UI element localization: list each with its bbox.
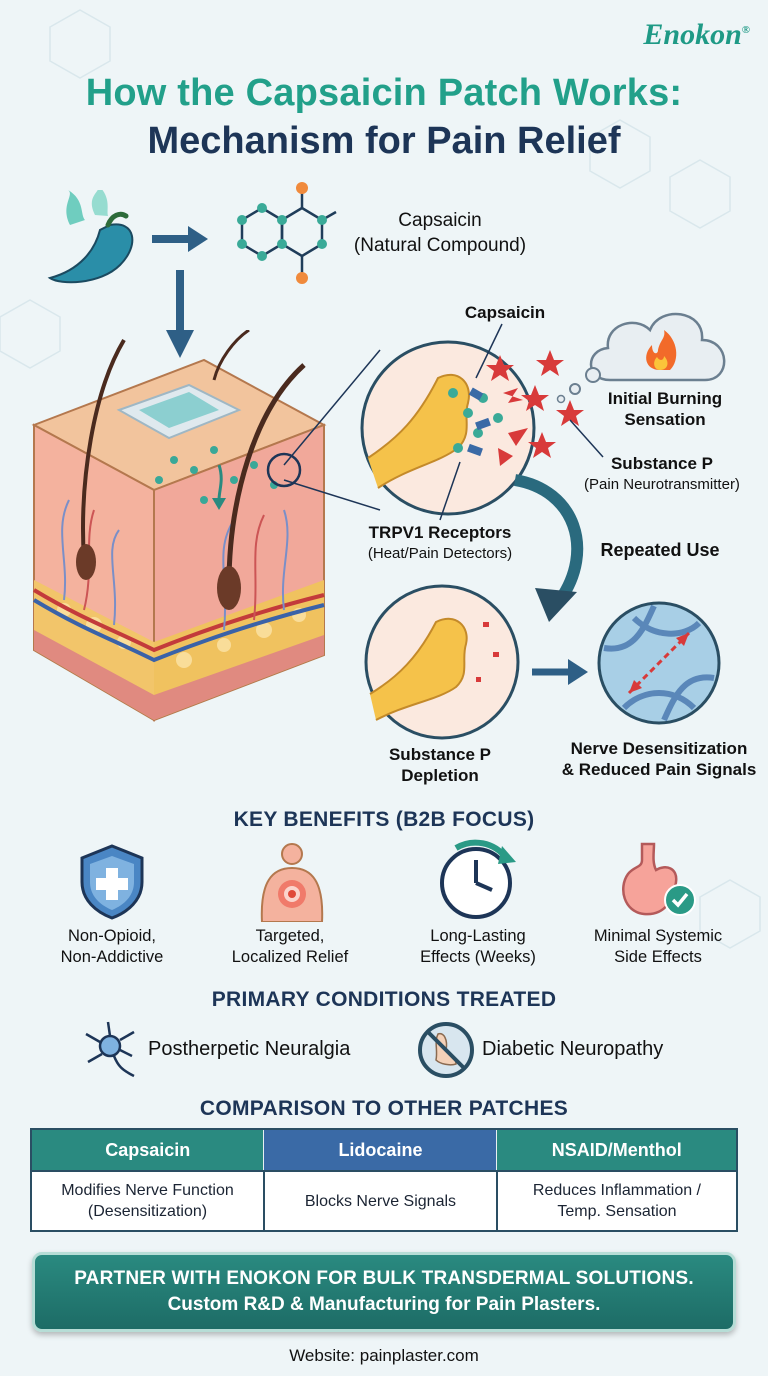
title-line-1: How the Capsaicin Patch Works:: [85, 72, 683, 114]
col-nsaid-menthol: NSAID/Menthol: [496, 1128, 738, 1172]
compound-label: Capsaicin (Natural Compound): [353, 210, 527, 256]
repeated-use-label: Repeated Use: [600, 540, 720, 560]
benefit-non-opioid: Non-Opioid,Non-Addictive: [60, 927, 164, 966]
desensitization-label: Nerve Desensitization & Reduced Pain Sig…: [561, 739, 757, 779]
brand-logo: Enokon®: [643, 18, 750, 51]
cell-lidocaine: Blocks Nerve Signals: [262, 1170, 498, 1232]
nerve-desensitization-icon: [597, 601, 721, 725]
pointer-line: [439, 461, 461, 521]
nerve-ending-zoom: [360, 340, 536, 516]
clock-icon: [440, 839, 516, 919]
arrow-right-icon: [152, 226, 208, 252]
comparison-heading: COMPARISON TO OTHER PATCHES: [199, 1097, 569, 1120]
partner-banner[interactable]: PARTNER WITH ENOKON FOR BULK TRANSDERMAL…: [32, 1252, 736, 1332]
capsaicin-pointer-label: Capsaicin: [464, 303, 546, 322]
depletion-label: Substance P Depletion: [388, 745, 492, 785]
condition-postherpetic: Postherpetic Neuralgia: [148, 1038, 351, 1060]
capsaicin-molecule-icon: [237, 182, 337, 284]
cell-capsaicin: Modifies Nerve Function(Desensitization): [30, 1170, 265, 1232]
website-link[interactable]: Website: painplaster.com: [289, 1346, 479, 1365]
arrow-right-icon: [532, 659, 588, 685]
burning-cloud-icon: [589, 312, 726, 382]
banner-line-2: Custom R&D & Manufacturing for Pain Plas…: [167, 1294, 601, 1315]
body-target-icon: [260, 843, 324, 922]
burning-sensation-label: Initial Burning Sensation: [607, 389, 723, 429]
trpv1-label: TRPV1 Receptors (Heat/Pain Detectors): [367, 523, 513, 562]
title-line-2: Mechanism for Pain Relief: [147, 120, 621, 162]
col-capsaicin: Capsaicin: [30, 1128, 265, 1172]
pointer-line: [569, 419, 604, 458]
skin-cross-section: [31, 330, 327, 722]
substance-p-label: Substance P (Pain Neurotransmitter): [584, 454, 740, 493]
condition-diabetic: Diabetic Neuropathy: [482, 1038, 664, 1060]
pointer-line: [475, 323, 503, 379]
thought-bubbles: [556, 367, 601, 404]
arrow-down-icon: [166, 270, 194, 358]
cell-nsaid-menthol: Reduces Inflammation /Temp. Sensation: [495, 1170, 739, 1232]
col-lidocaine: Lidocaine: [263, 1128, 498, 1172]
shield-cross-icon: [80, 844, 144, 920]
conditions-heading: PRIMARY CONDITIONS TREATED: [211, 988, 557, 1011]
benefit-targeted: Targeted,Localized Relief: [231, 927, 349, 966]
banner-line-1: PARTNER WITH ENOKON FOR BULK TRANSDERMAL…: [74, 1268, 694, 1289]
curved-arrow-icon: [513, 474, 584, 622]
neuron-icon: [85, 1021, 135, 1078]
no-foot-icon: [418, 1022, 474, 1078]
benefits-heading: KEY BENEFITS (B2B FOCUS): [233, 808, 535, 831]
zoom-connector: [283, 349, 381, 511]
substance-p-particles: [486, 350, 584, 458]
chili-pepper-icon: [47, 190, 134, 284]
stomach-check-icon: [622, 842, 696, 916]
comparison-table: Capsaicin Lidocaine NSAID/Menthol Modifi…: [30, 1128, 739, 1232]
depleted-nerve-zoom: [364, 584, 520, 740]
